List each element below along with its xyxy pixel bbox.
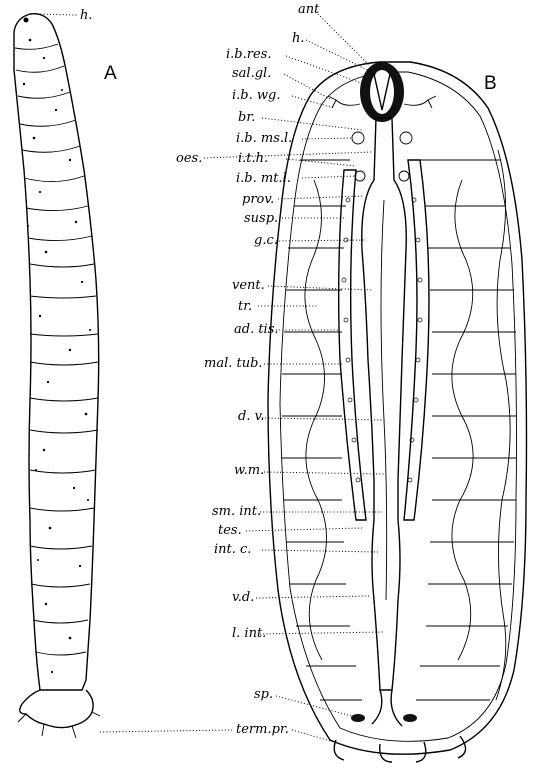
label-prov: prov.: [242, 192, 274, 207]
label-ib-mtl: i.b. mt.l.: [236, 171, 291, 186]
label-oes: oes.: [176, 151, 202, 166]
label-tr: tr.: [238, 299, 252, 314]
body-wall: [268, 62, 527, 754]
label-ib-res: i.b.res.: [226, 47, 271, 62]
larva-external-view: [14, 14, 100, 738]
label-br: br.: [238, 110, 255, 125]
label-maltub: mal. tub.: [204, 356, 263, 371]
label-group: ant h. i.b.res. sal.gl. i.b. wg. br. i.b…: [100, 2, 386, 742]
label-vd: v.d.: [232, 590, 254, 605]
label-susp: susp.: [244, 211, 278, 226]
label-a-head: h.: [80, 8, 93, 23]
label-lint: l. int.: [232, 626, 266, 641]
label-sp: sp.: [254, 687, 273, 702]
label-ib-msl: i.b. ms.l.: [236, 131, 292, 146]
leader-termpr-a: [100, 730, 232, 732]
label-intc: int. c.: [214, 542, 251, 557]
label-adtis: ad. tis.: [234, 322, 279, 337]
label-ith: i.t.h.: [238, 151, 268, 166]
label-dv: d. v.: [238, 409, 265, 424]
alimentary-canal: [362, 118, 407, 726]
label-termpr: term.pr.: [236, 722, 289, 737]
panel-label-b: B: [484, 73, 497, 94]
malpighian-tubules: [339, 160, 429, 520]
terminal-prolegs-a: [20, 690, 93, 728]
label-wm: w.m.: [234, 463, 264, 478]
label-smint: sm. int.: [212, 504, 261, 519]
larva-dissection-view: [268, 62, 527, 762]
stipple-texture: [23, 39, 91, 673]
label-gc: g.c.: [254, 233, 278, 248]
label-tes: tes.: [218, 523, 242, 538]
tracheae: [305, 150, 510, 700]
label-h: h.: [292, 31, 305, 46]
label-ib-wg: i.b. wg.: [232, 88, 280, 103]
label-ant: ant: [298, 2, 320, 17]
label-vent: vent.: [232, 278, 265, 293]
panel-label-a: A: [104, 63, 117, 84]
head-capsule: [360, 62, 404, 122]
label-sal-gl: sal.gl.: [232, 66, 271, 81]
body-segments: [15, 44, 98, 655]
